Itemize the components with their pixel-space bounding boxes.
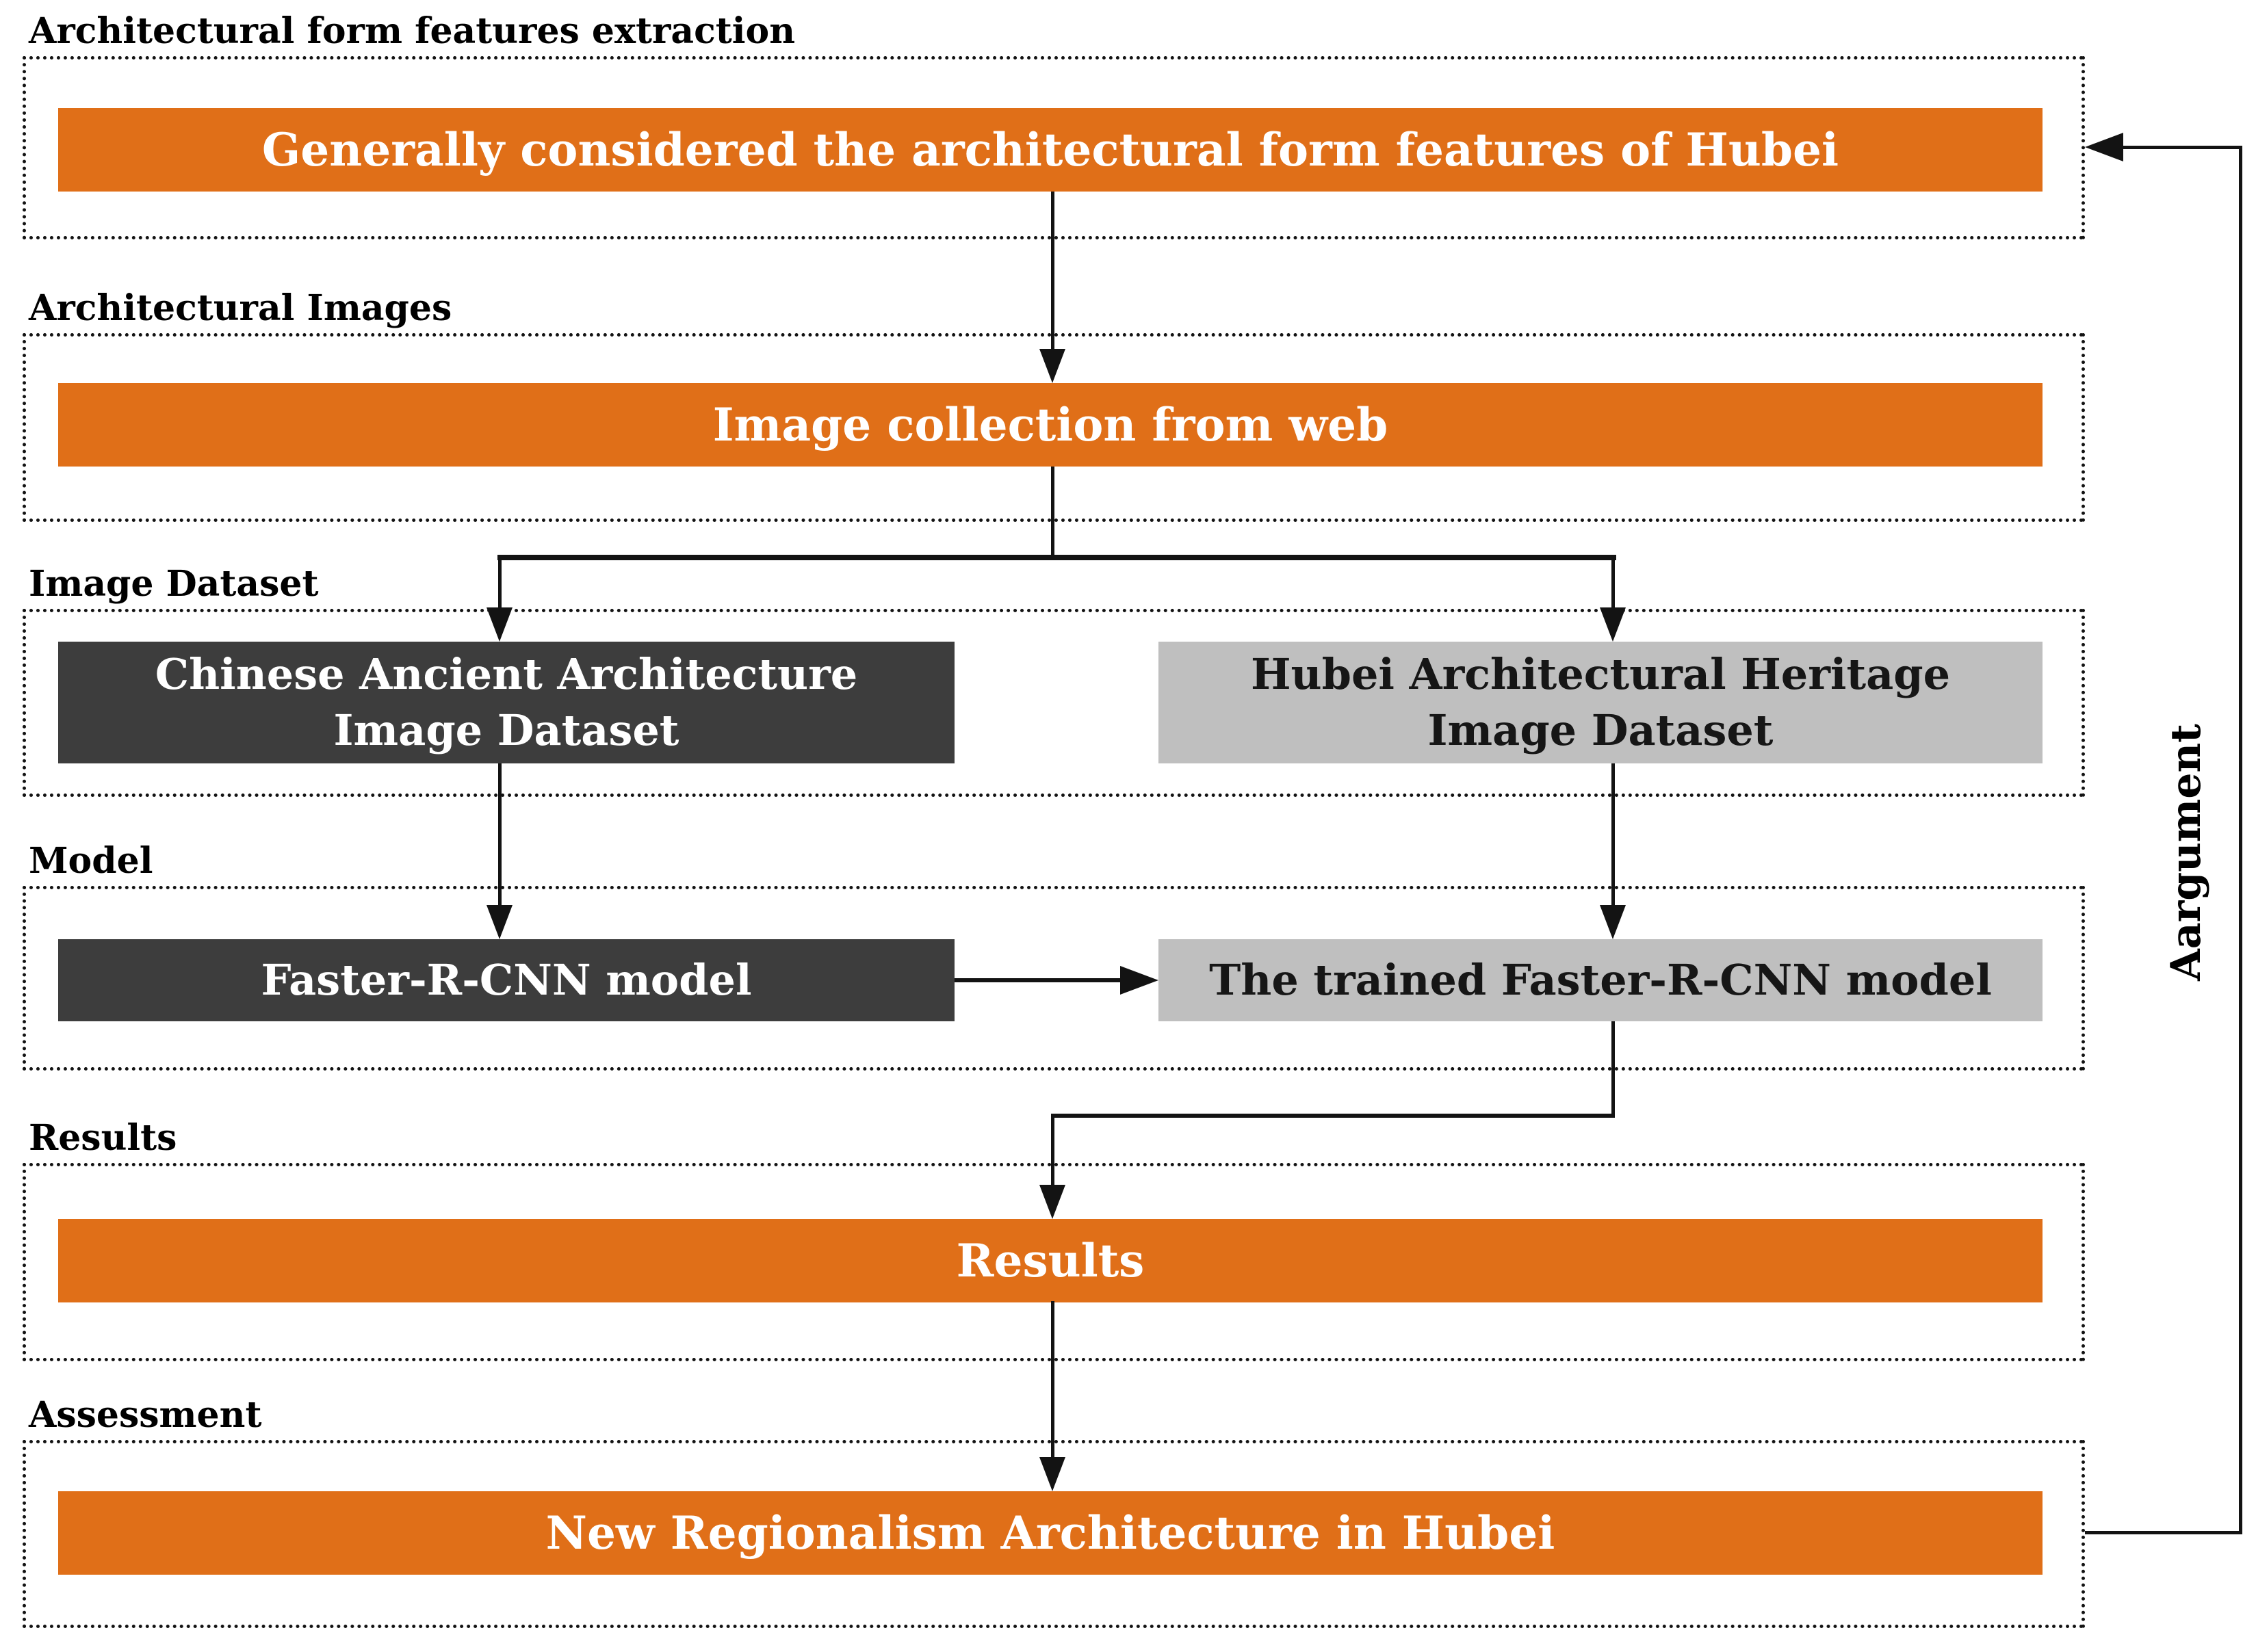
section-box-model bbox=[23, 886, 2085, 1071]
node-faster-rcnn: Faster-R-CNN model bbox=[58, 939, 955, 1021]
flow-line-results-to-assessment bbox=[1051, 1301, 1054, 1457]
flow-arrowhead-chinese-dataset bbox=[487, 607, 513, 642]
flow-line-images-to-split bbox=[1051, 467, 1054, 558]
section-label-results: Results bbox=[29, 1117, 177, 1159]
feedback-line-bottom bbox=[2085, 1531, 2242, 1534]
node-chinese-dataset: Chinese Ancient Architecture Image Datas… bbox=[58, 642, 955, 763]
section-label-assessment: Assessment bbox=[29, 1394, 262, 1436]
flow-line-hubei-to-trained-model bbox=[1611, 763, 1615, 906]
flow-line-split-to-chinese-dataset bbox=[498, 558, 502, 611]
flow-arrowhead-faster-to-trained bbox=[1120, 966, 1158, 995]
bar-new-regionalism: New Regionalism Architecture in Hubei bbox=[58, 1491, 2043, 1575]
section-label-image-dataset: Image Dataset bbox=[29, 563, 319, 605]
feedback-label: Aargument bbox=[2162, 724, 2210, 981]
node-trained-faster-rcnn: The trained Faster-R-CNN model bbox=[1158, 939, 2043, 1021]
section-box-image-dataset bbox=[23, 609, 2085, 797]
flow-line-extraction-to-images bbox=[1051, 192, 1054, 350]
flow-arrowhead-results bbox=[1039, 1185, 1065, 1219]
flow-line-chinese-to-faster-rcnn bbox=[498, 763, 502, 906]
node-hubei-dataset: Hubei Architectural Heritage Image Datas… bbox=[1158, 642, 2043, 763]
flow-arrowhead-extraction-to-images bbox=[1039, 349, 1065, 383]
flow-line-faster-to-trained bbox=[955, 978, 1124, 982]
flow-line-split-horizontal bbox=[497, 555, 1616, 560]
section-label-model: Model bbox=[29, 840, 153, 882]
feedback-line-top bbox=[2120, 146, 2242, 149]
flow-arrowhead-faster-rcnn bbox=[487, 905, 513, 939]
flow-line-trained-elbow bbox=[1051, 1114, 1615, 1118]
bar-extraction: Generally considered the architectural f… bbox=[58, 108, 2043, 192]
flow-arrowhead-trained-model bbox=[1600, 905, 1626, 939]
section-label-images: Architectural Images bbox=[29, 287, 452, 329]
bar-image-collection: Image collection from web bbox=[58, 383, 2043, 467]
feedback-line-vertical bbox=[2239, 146, 2242, 1534]
bar-results: Results bbox=[58, 1219, 2043, 1302]
flow-arrowhead-assessment bbox=[1039, 1457, 1065, 1491]
flow-line-trained-down bbox=[1611, 1021, 1615, 1117]
flow-line-split-to-hubei-dataset bbox=[1611, 558, 1615, 611]
feedback-arrowhead bbox=[2085, 133, 2123, 161]
section-label-extraction: Architectural form features extraction bbox=[29, 10, 796, 52]
flow-arrowhead-hubei-dataset bbox=[1600, 607, 1626, 642]
flow-line-to-results bbox=[1051, 1114, 1054, 1185]
